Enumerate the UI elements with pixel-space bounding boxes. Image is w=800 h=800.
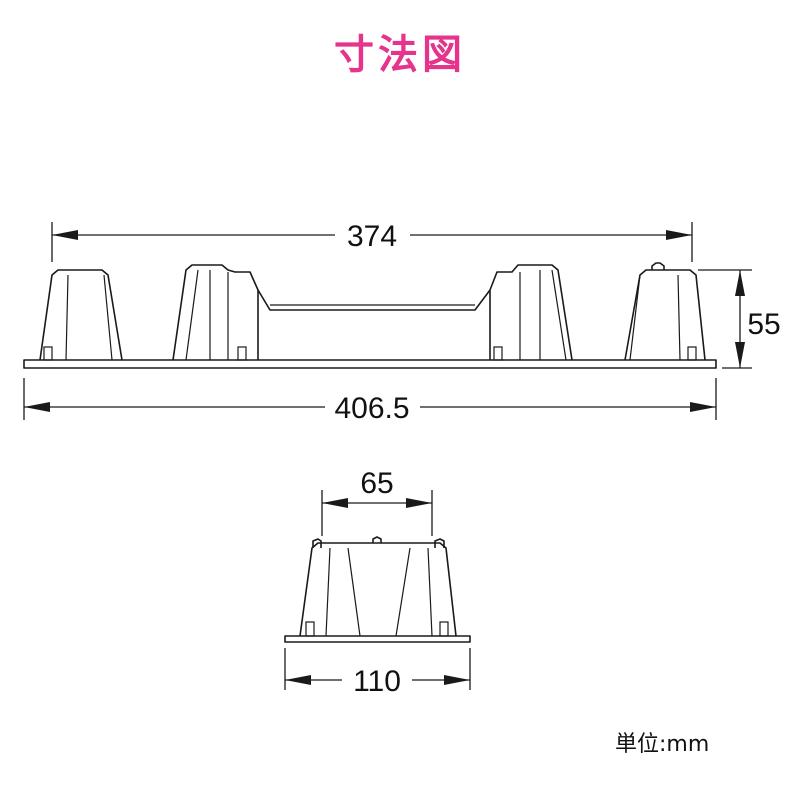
unit-label: 単位:mm <box>615 732 710 757</box>
dim-label-55: 55 <box>747 308 780 341</box>
side-view-outline <box>23 262 717 369</box>
dim-label-406-5: 406.5 <box>334 392 409 425</box>
dim-label-110: 110 <box>353 665 401 698</box>
dim-label-374: 374 <box>347 220 397 253</box>
page-title: 寸法図 <box>334 32 466 78</box>
dimension-406-5 <box>23 378 717 420</box>
dimension-65 <box>321 490 433 536</box>
dimension-55 <box>698 269 752 369</box>
dimension-110 <box>284 648 471 690</box>
front-view-outline <box>284 536 471 643</box>
dim-label-65: 65 <box>360 467 393 500</box>
dimension-374 <box>51 222 693 262</box>
